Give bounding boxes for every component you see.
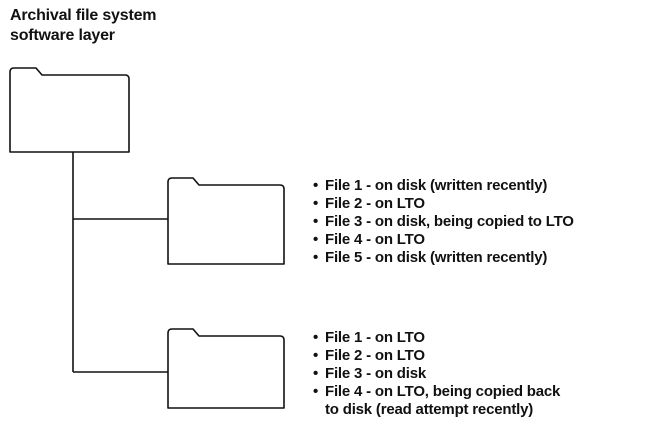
list-item: File 2 - on LTO <box>313 195 574 213</box>
list-item: File 1 - on disk (written recently) <box>313 177 574 195</box>
root-folder-icon <box>9 67 130 153</box>
file-entry-continuation: to disk (read attempt recently) <box>325 401 534 418</box>
folder-2-file-list: File 1 - on LTO File 2 - on LTO File 3 -… <box>313 329 560 419</box>
list-item: File 1 - on LTO <box>313 329 560 347</box>
file-entry: File 3 - on disk, being copied to LTO <box>325 213 574 230</box>
folder-1-icon <box>167 177 285 265</box>
file-entry: File 5 - on disk (written recently) <box>325 249 548 266</box>
list-item: File 5 - on disk (written recently) <box>313 249 574 267</box>
list-item: File 4 - on LTO <box>313 231 574 249</box>
list-item: File 4 - on LTO, being copied back to di… <box>313 383 560 419</box>
file-entry: File 2 - on LTO <box>325 195 425 212</box>
title-line-1: Archival file system <box>10 7 157 24</box>
list-item: File 3 - on disk, being copied to LTO <box>313 213 574 231</box>
folder-1-file-list: File 1 - on disk (written recently) File… <box>313 177 574 267</box>
folder-2-icon <box>167 328 285 409</box>
file-entry: File 1 - on disk (written recently) <box>325 177 548 194</box>
file-entry: File 2 - on LTO <box>325 347 425 364</box>
diagram-title: Archival file system software layer <box>10 6 157 46</box>
file-entry: File 3 - on disk <box>325 365 426 382</box>
file-entry: File 1 - on LTO <box>325 329 425 346</box>
title-line-2: software layer <box>10 27 115 44</box>
list-item: File 2 - on LTO <box>313 347 560 365</box>
file-entry: File 4 - on LTO, being copied back <box>325 383 561 400</box>
file-entry: File 4 - on LTO <box>325 231 425 248</box>
list-item: File 3 - on disk <box>313 365 560 383</box>
